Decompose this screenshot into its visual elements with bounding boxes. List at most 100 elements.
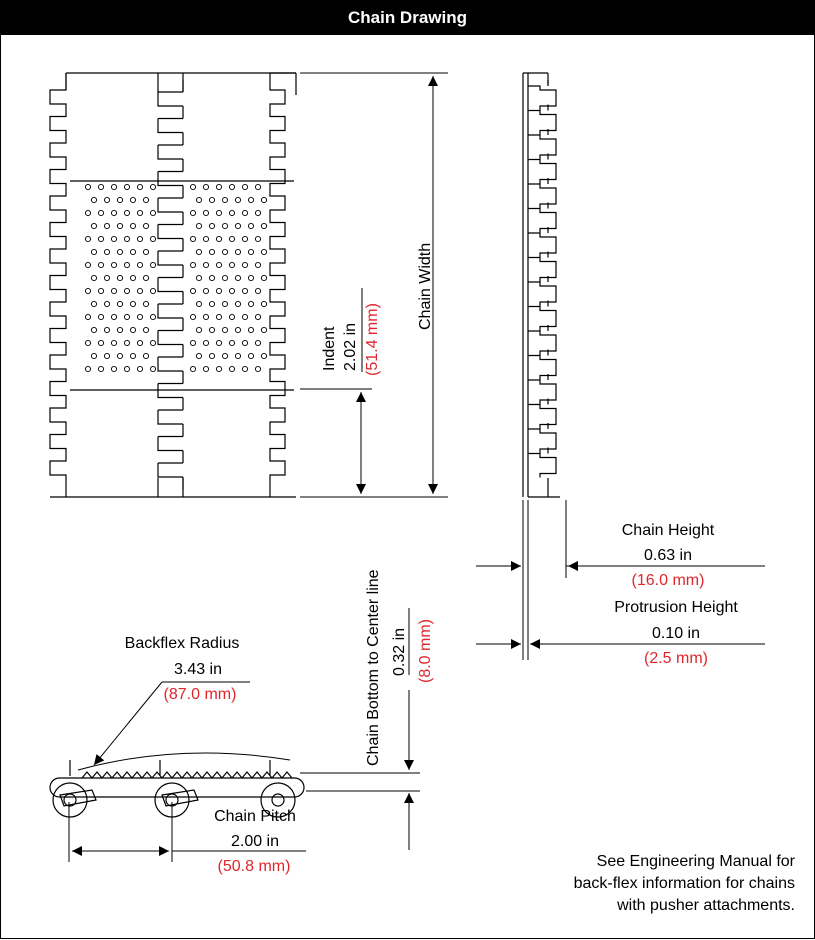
- perforation-hole: [123, 235, 131, 243]
- perforation-hole: [97, 287, 105, 295]
- perforation-hole: [234, 274, 242, 282]
- perforation-hole: [142, 274, 150, 282]
- note-line: See Engineering Manual for: [596, 853, 795, 870]
- perforation-hole: [84, 339, 92, 347]
- perforation-hole: [123, 183, 131, 191]
- perforation-hole: [247, 352, 255, 360]
- perforation-hole: [142, 196, 150, 204]
- perforation-hole: [202, 287, 210, 295]
- backflex-radius-label: Backflex Radius: [125, 635, 240, 652]
- perforation-hole: [123, 313, 131, 321]
- perforation-hole: [228, 235, 236, 243]
- perforation-hole: [90, 196, 98, 204]
- perforation-hole: [228, 313, 236, 321]
- bottom-to-center-inch: 0.32 in: [391, 628, 408, 676]
- perforation-hole: [129, 326, 137, 334]
- left-edge-teeth: [49, 73, 67, 497]
- perforation-hole: [97, 313, 105, 321]
- perforation-hole: [84, 261, 92, 269]
- perforation-hole: [110, 183, 118, 191]
- perforation-hole: [116, 248, 124, 256]
- perforation-hole: [234, 222, 242, 230]
- perforation-hole: [90, 326, 98, 334]
- perforation-hole: [129, 222, 137, 230]
- perforation-hole: [208, 300, 216, 308]
- perforation-hole: [97, 365, 105, 373]
- perforation-hole: [208, 222, 216, 230]
- perforation-hole: [97, 339, 105, 347]
- perforation-hole: [84, 365, 92, 373]
- perforation-hole: [103, 222, 111, 230]
- perforation-hole: [202, 183, 210, 191]
- perforation-hole: [215, 261, 223, 269]
- perforation-hole: [142, 352, 150, 360]
- perforation-hole: [189, 261, 197, 269]
- perforation-hole: [189, 339, 197, 347]
- perforation-hole: [208, 326, 216, 334]
- perforation-hole: [84, 209, 92, 217]
- bottom-to-center-label: Chain Bottom to Center line: [365, 569, 382, 766]
- perforation-hole: [84, 313, 92, 321]
- perforation-hole: [189, 287, 197, 295]
- perforation-hole: [221, 352, 229, 360]
- middle-joint-teeth: [157, 80, 184, 490]
- perforation-hole: [254, 313, 262, 321]
- chain-height-label: Chain Height: [622, 522, 715, 539]
- bottom-to-center-mm: (8.0 mm): [417, 619, 434, 683]
- perforation-hole: [195, 326, 203, 334]
- perforation-hole: [103, 352, 111, 360]
- backflex-radius-mm: (87.0 mm): [164, 686, 237, 703]
- perforation-hole: [208, 248, 216, 256]
- protrusion-height-inch: 0.10 in: [652, 625, 700, 642]
- perforation-hole: [215, 209, 223, 217]
- chain-pitch-label: Chain Pitch: [214, 808, 296, 825]
- protrusion-height-label: Protrusion Height: [614, 599, 738, 616]
- perforation-holes: [84, 183, 268, 373]
- perforation-hole: [103, 248, 111, 256]
- perforation-hole: [241, 365, 249, 373]
- perforation-hole: [103, 326, 111, 334]
- chain-pitch-inch: 2.00 in: [231, 833, 279, 850]
- perforation-hole: [254, 235, 262, 243]
- perforation-hole: [228, 261, 236, 269]
- perforation-hole: [116, 300, 124, 308]
- perforation-hole: [260, 196, 268, 204]
- perforation-hole: [260, 352, 268, 360]
- indent-inch: 2.02 in: [342, 323, 359, 371]
- perforation-hole: [215, 339, 223, 347]
- perforation-hole: [254, 365, 262, 373]
- perforation-hole: [260, 326, 268, 334]
- perforation-hole: [189, 365, 197, 373]
- perforation-hole: [247, 248, 255, 256]
- perforation-hole: [129, 248, 137, 256]
- perforation-hole: [195, 300, 203, 308]
- perforation-hole: [136, 235, 144, 243]
- perforation-hole: [247, 222, 255, 230]
- right-edge-teeth: [269, 73, 297, 497]
- perforation-hole: [234, 326, 242, 334]
- perforation-hole: [202, 339, 210, 347]
- perforation-hole: [202, 209, 210, 217]
- perforation-hole: [116, 196, 124, 204]
- perforation-hole: [241, 339, 249, 347]
- chain-width-label: Chain Width: [417, 243, 434, 330]
- perforation-hole: [149, 339, 157, 347]
- perforation-hole: [123, 365, 131, 373]
- perforation-hole: [142, 222, 150, 230]
- perforation-hole: [215, 183, 223, 191]
- perforation-hole: [129, 274, 137, 282]
- engineering-note: See Engineering Manual for back-flex inf…: [540, 851, 795, 917]
- perforation-hole: [116, 274, 124, 282]
- bottom-center-dimension: [300, 690, 420, 850]
- perforation-hole: [149, 235, 157, 243]
- header-bar: Chain Drawing: [0, 0, 815, 35]
- perforation-hole: [116, 326, 124, 334]
- perforation-hole: [110, 287, 118, 295]
- perforation-hole: [103, 196, 111, 204]
- chain-top-view: [49, 72, 297, 498]
- perforation-hole: [195, 274, 203, 282]
- perforation-hole: [254, 183, 262, 191]
- perforation-hole: [228, 209, 236, 217]
- perforation-hole: [241, 235, 249, 243]
